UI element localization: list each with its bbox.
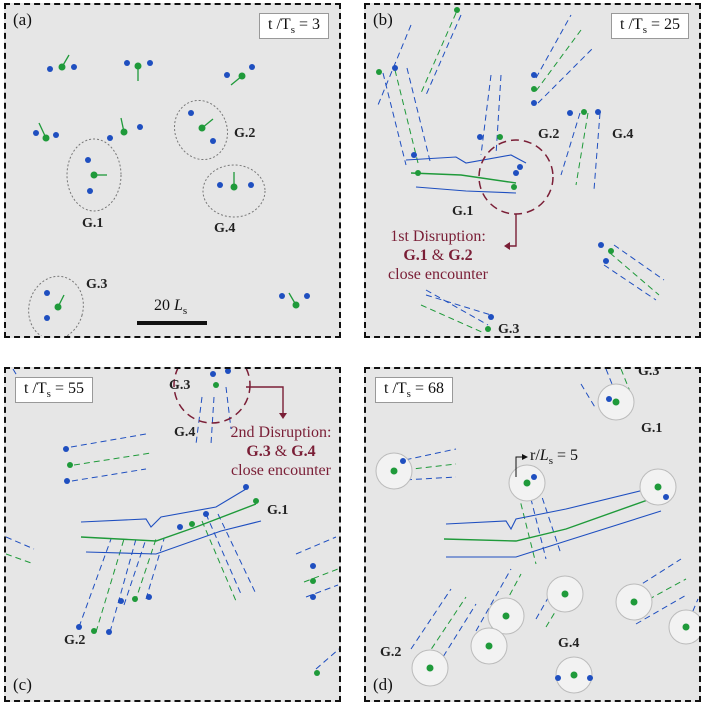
panel-d-canvas: G.1 G.2 G.3 G.4 <box>375 369 699 694</box>
disruption-arrow <box>246 386 284 417</box>
group-label-g1: G.1 <box>452 204 473 219</box>
annotation-group-b: G.2 <box>448 247 473 264</box>
time-sub: s <box>46 388 51 401</box>
panel-label-c: (c) <box>13 675 32 694</box>
group-label-g3: G.3 <box>86 277 107 292</box>
time-value: = 25 <box>646 16 680 33</box>
time-box-d: t /Ts = 68 <box>375 377 453 404</box>
group-label-g4: G.4 <box>558 636 579 651</box>
group-boundary-g1 <box>66 138 122 212</box>
time-value: = 3 <box>294 16 320 33</box>
disruption-annotation-c: 2nd Disruption: G.3 & G.4 close encounte… <box>221 423 341 480</box>
scale-label: 20 Ls <box>154 297 187 317</box>
swimmer-cluster <box>33 54 310 321</box>
scale-sub: s <box>182 305 188 318</box>
panel-label-a: (a) <box>13 10 32 29</box>
annotation-line3: close encounter <box>231 462 331 479</box>
annotation-group-b: G.4 <box>291 443 316 460</box>
time-value: = 55 <box>50 380 84 397</box>
group-label-g4: G.4 <box>612 127 633 142</box>
group-label-g2: G.2 <box>380 645 401 660</box>
annotation-line2: G.3 & G.4 <box>221 442 341 461</box>
panel-d: G.1 G.2 G.3 G.4 (d) t /Ts = 68 r/Ls = 5 <box>364 367 701 702</box>
time-box-a: t /Ts = 3 <box>259 13 329 40</box>
radius-prefix: r/ <box>530 447 540 464</box>
radius-unit: L <box>539 447 549 464</box>
annotation-group-a: G.1 <box>403 247 428 264</box>
group-boundary-g2 <box>174 99 228 161</box>
panel-a-canvas: G.1 G.2 G.3 G.4 <box>28 54 310 336</box>
panel-a: G.1 G.2 G.3 G.4 (a) t /Ts = 3 20 Ls <box>4 3 341 338</box>
group-label-g4: G.4 <box>174 425 195 440</box>
solid-tracks <box>80 488 262 555</box>
annotation-line1: 1st Disruption: <box>390 228 486 245</box>
swimmer-dots <box>390 396 690 681</box>
swimmer-dots <box>63 369 320 676</box>
time-sub: s <box>642 24 647 37</box>
annotation-amp: & <box>270 443 292 460</box>
group-label-g1: G.1 <box>641 421 662 436</box>
swimmer-trails <box>385 369 699 666</box>
panel-b-canvas: G.1 G.2 G.3 G.4 <box>376 7 665 336</box>
time-box-c: t /Ts = 55 <box>15 377 93 404</box>
time-label: t /T <box>384 380 407 397</box>
radius-pointer-head <box>522 454 528 460</box>
group-label-g2: G.2 <box>538 127 559 142</box>
panel-label-b: (b) <box>373 10 393 29</box>
radius-value: = 5 <box>552 447 578 464</box>
disruption-arrowhead <box>504 242 510 250</box>
swimmer-trails <box>6 369 339 670</box>
swimmer-trails <box>377 12 665 334</box>
solid-tracks <box>405 154 527 194</box>
group-label-g1: G.1 <box>82 216 103 231</box>
time-value: = 68 <box>410 380 444 397</box>
time-sub: s <box>406 388 411 401</box>
group-label-g2: G.2 <box>64 633 85 648</box>
disruption-arrow <box>506 214 517 247</box>
radius-sub: s <box>548 455 553 468</box>
panel-c: G.1 G.2 G.3 G.4 (c) t /Ts = 55 2nd Disru… <box>4 367 341 702</box>
disruption-circle <box>173 369 251 424</box>
group-boundary-g4 <box>202 164 266 218</box>
disruption-annotation-b: 1st Disruption: G.1 & G.2 close encounte… <box>370 227 506 284</box>
swimmer-dots <box>376 7 614 332</box>
time-sub: s <box>290 24 295 37</box>
annotation-group-a: G.3 <box>246 443 271 460</box>
annotation-line1: 2nd Disruption: <box>230 424 332 441</box>
group-label-g3: G.3 <box>169 378 190 393</box>
annotation-amp: & <box>427 247 449 264</box>
annotation-line3: close encounter <box>388 266 488 283</box>
group-label-g4: G.4 <box>214 221 235 236</box>
panel-b: G.1 G.2 G.3 G.4 (b) t /Ts = 25 1st Disru… <box>364 3 701 338</box>
solid-tracks <box>443 486 662 558</box>
radius-label: r/Ls = 5 <box>530 447 578 467</box>
annotation-line2: G.1 & G.2 <box>370 246 506 265</box>
disruption-circle <box>478 139 554 215</box>
time-label: t /T <box>268 16 291 33</box>
time-box-b: t /Ts = 25 <box>611 13 689 40</box>
group-label-g2: G.2 <box>234 126 255 141</box>
time-label: t /T <box>620 16 643 33</box>
group-label-g3: G.3 <box>638 369 659 379</box>
scale-value: 20 <box>154 297 174 314</box>
group-label-g3: G.3 <box>498 322 519 336</box>
group-label-g1: G.1 <box>267 503 288 518</box>
group-boundary-g3 <box>28 275 84 336</box>
disruption-arrowhead <box>279 413 287 419</box>
panel-label-d: (d) <box>373 675 393 694</box>
panel-c-canvas: G.1 G.2 G.3 G.4 <box>6 369 339 676</box>
time-label: t /T <box>24 380 47 397</box>
scale-unit: L <box>174 297 183 314</box>
